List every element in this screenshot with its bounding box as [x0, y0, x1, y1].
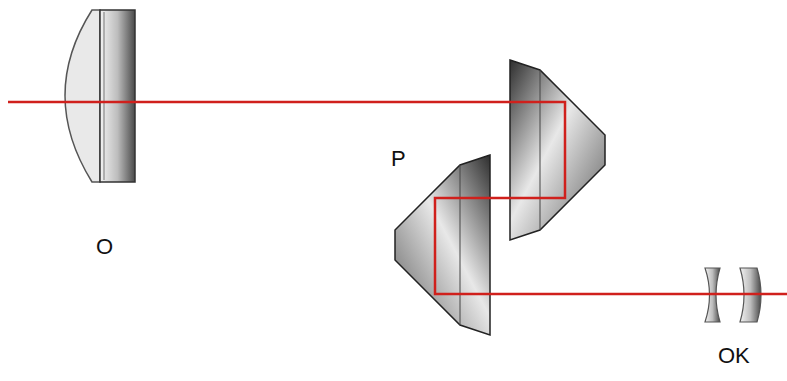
- part-label: OK: [718, 345, 750, 367]
- part-label: O: [96, 236, 113, 258]
- porro-prism: [510, 60, 605, 240]
- light-ray: [8, 102, 787, 294]
- objective-lens: [65, 10, 135, 182]
- porro-prism: [395, 155, 490, 335]
- part-label: P: [391, 148, 406, 170]
